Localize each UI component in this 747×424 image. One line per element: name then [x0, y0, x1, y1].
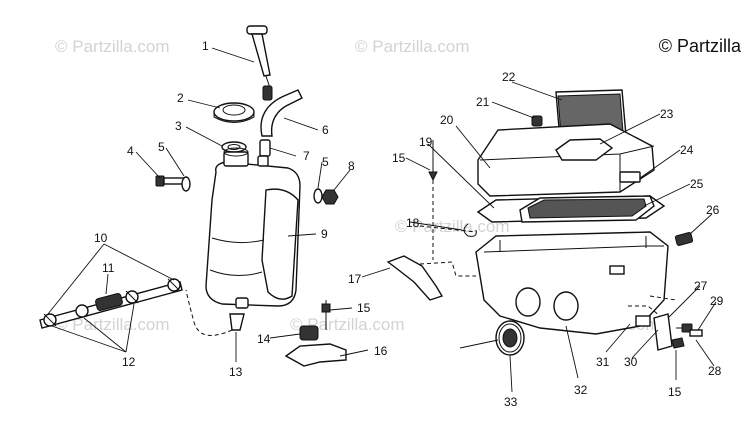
watermark: © Partzilla.com — [55, 37, 170, 56]
hex-nut — [321, 189, 339, 205]
leader-lines — [47, 47, 717, 393]
callout-number: 19 — [419, 135, 433, 149]
airbox-body — [475, 231, 669, 335]
callout-number: 20 — [440, 113, 454, 127]
watermark: © Partzilla.com — [395, 217, 510, 236]
callout-number: 30 — [624, 355, 638, 369]
callout-number: 4 — [127, 144, 134, 158]
callout-number: 23 — [660, 107, 674, 121]
callout-labels: 1 2 3 4 5 6 7 5 8 9 10 11 12 13 14 15 16… — [94, 39, 724, 409]
airbox-bolt — [428, 140, 438, 182]
airbox-bracket — [386, 255, 444, 301]
callout-number: 5 — [322, 155, 329, 169]
callout-number: 8 — [348, 159, 355, 173]
callout-number: 6 — [322, 123, 329, 137]
airbox-cover — [477, 123, 655, 197]
fuel-line-route — [185, 289, 233, 336]
cover-fastener — [531, 115, 543, 127]
bracket-fasteners — [671, 323, 703, 349]
stud — [321, 300, 331, 330]
callout-number: 10 — [94, 231, 108, 245]
callout-number: 9 — [321, 227, 328, 241]
callout-number: 27 — [694, 279, 708, 293]
callout-number: 2 — [177, 91, 184, 105]
mounting-dash-lines — [419, 180, 677, 317]
callout-number: 24 — [680, 143, 694, 157]
brand-watermark: © Partzilla — [658, 36, 741, 56]
rubber-mount — [299, 325, 319, 341]
callout-number: 32 — [574, 383, 588, 397]
watermark: © Partzilla.com — [355, 37, 470, 56]
callout-number: 1 — [202, 39, 209, 53]
callout-number: 3 — [175, 119, 182, 133]
washer — [313, 188, 323, 204]
callout-number: 11 — [102, 261, 115, 275]
callout-number: 22 — [502, 70, 516, 84]
callout-number: 33 — [504, 395, 518, 409]
callout-number: 28 — [708, 364, 722, 378]
washer — [181, 176, 191, 192]
callout-number: 5 — [158, 140, 165, 154]
air-filter-element — [519, 195, 655, 223]
callout-number: 12 — [122, 355, 136, 369]
callout-number: 18 — [406, 216, 420, 230]
callout-number: 14 — [257, 332, 271, 346]
callout-number: 13 — [229, 365, 243, 379]
mounting-bolt — [155, 175, 185, 187]
callout-number: 25 — [690, 177, 704, 191]
callout-number: 26 — [706, 203, 720, 217]
fuel-line-assembly — [39, 278, 183, 329]
callout-number: 17 — [348, 272, 362, 286]
callout-number: 15 — [357, 301, 371, 315]
callout-number: 21 — [476, 95, 490, 109]
watermark: © Partzilla.com — [55, 315, 170, 334]
intake-boot — [495, 320, 525, 356]
callout-number: 29 — [710, 294, 724, 308]
fuel-tank — [205, 147, 301, 307]
callout-number: 31 — [596, 355, 610, 369]
watermark: © Partzilla.com — [290, 315, 405, 334]
fuel-gauge-sender — [246, 25, 273, 101]
vent-fitting — [259, 139, 271, 157]
strap-bracket — [653, 313, 673, 351]
fuel-cap — [213, 102, 255, 123]
callout-number: 7 — [303, 149, 310, 163]
callout-number: 16 — [374, 344, 388, 358]
hose-clamp — [463, 223, 477, 237]
vent-hose — [260, 89, 303, 137]
drain-plug — [674, 232, 694, 246]
callout-number: 15 — [668, 385, 682, 399]
tank-bracket — [284, 343, 347, 367]
fuel-valve — [229, 297, 249, 331]
callout-number: 15 — [392, 151, 406, 165]
